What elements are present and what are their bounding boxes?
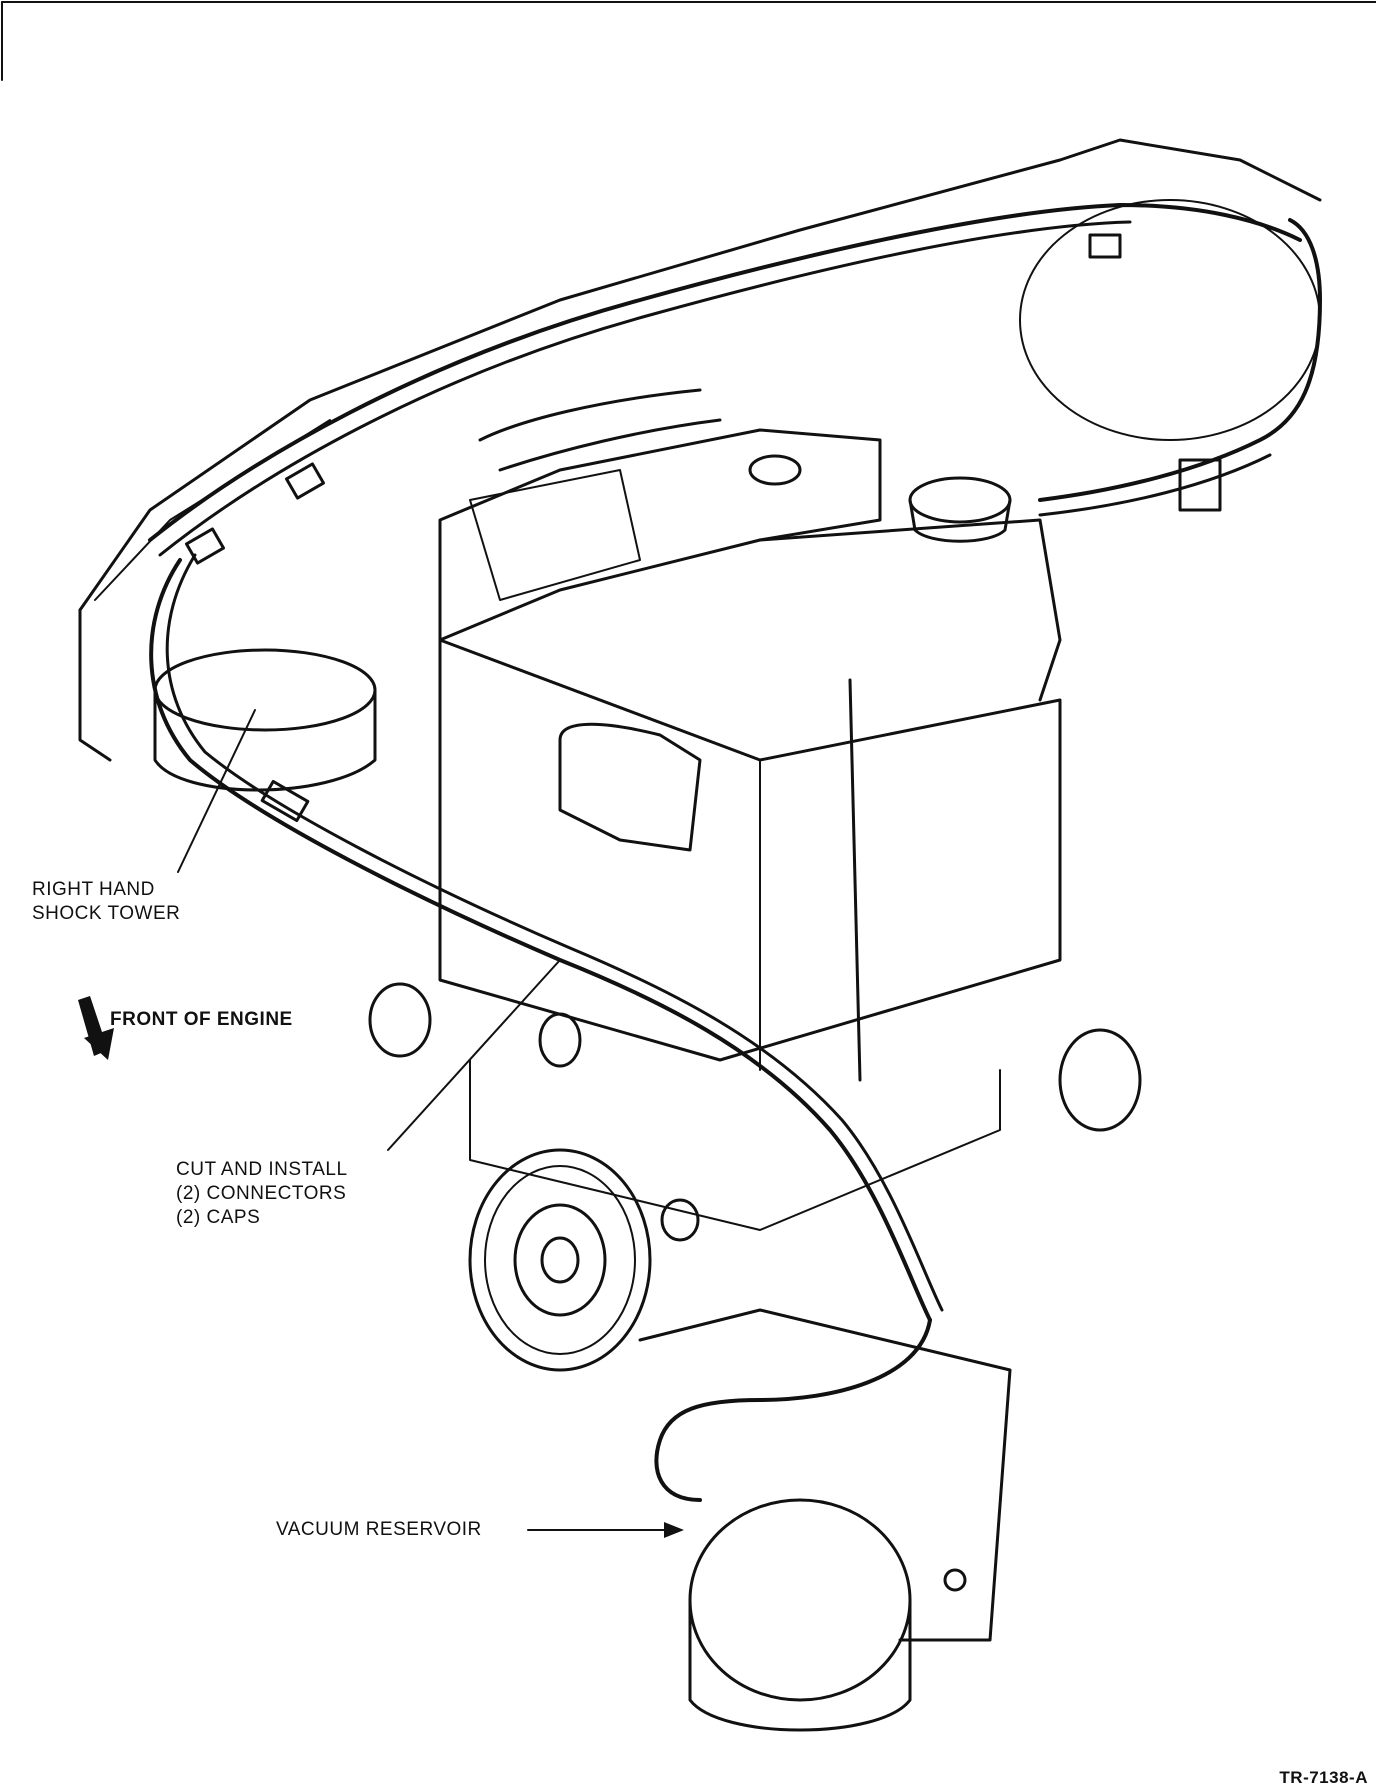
figure-id-label: TR-7138-A [1279, 1768, 1368, 1787]
shock-tower-label-line1: RIGHT HAND [32, 879, 155, 900]
valve-cover [438, 428, 882, 642]
oil-filter [1058, 1028, 1142, 1132]
cut-install-leader [387, 959, 561, 1151]
vacuum-hose-to-reservoir [654, 1318, 932, 1502]
shock-tower-label-line2: SHOCK TOWER [32, 903, 181, 924]
wire-harness-lower [158, 220, 1132, 557]
front-of-engine-arrowhead-icon [84, 1028, 114, 1060]
timing-cover-boss [660, 1198, 700, 1242]
wire-harness-right-lower [1038, 453, 1272, 517]
harness-clip-2 [185, 527, 225, 565]
air-cleaner [1019, 199, 1321, 441]
crankshaft-pulley-groove [484, 1165, 636, 1355]
wire-harness-right [1038, 218, 1322, 502]
fender-edge [78, 608, 112, 762]
fuel-lines [478, 388, 722, 472]
shock-tower-leader [177, 709, 256, 873]
crankshaft-pulley-outer [468, 1148, 652, 1372]
oil-filler-cap [908, 476, 1012, 524]
dipstick-tube [848, 678, 862, 1082]
cut-install-line3: (2) CAPS [176, 1207, 261, 1228]
fender-outline [78, 138, 1322, 612]
idler-pulley [368, 982, 432, 1058]
vacuum-reservoir-label: VACUUM RESERVOIR [276, 1519, 482, 1540]
crankshaft-bolt [540, 1236, 580, 1284]
front-of-engine-label: FRONT OF ENGINE [110, 1009, 293, 1030]
shock-tower-top [153, 648, 377, 732]
fender-inner-line [94, 419, 331, 601]
cut-install-line1: CUT AND INSTALL [176, 1159, 348, 1180]
cut-install-line2: (2) CONNECTORS [176, 1183, 347, 1204]
mount-bracket [638, 1308, 1012, 1642]
engine-block [438, 638, 1062, 1062]
front-boss [538, 1012, 582, 1068]
harness-clip-1 [285, 462, 325, 500]
hose-clip [260, 779, 310, 823]
harness-clip-3 [1088, 233, 1122, 259]
crankshaft-pulley-hub [513, 1203, 607, 1317]
vacuum-reservoir-arrowhead [664, 1522, 684, 1538]
intake-plenum [558, 722, 702, 852]
vacuum-reservoir-side [688, 1598, 912, 1732]
cut-install-label: CUT AND INSTALL (2) CONNECTORS (2) CAPS [176, 1158, 348, 1230]
cylinder-head-side [758, 518, 1062, 702]
breather-cap [748, 454, 802, 486]
reservoir-mount-bolt [943, 1568, 967, 1592]
injection-pump [469, 469, 641, 601]
oil-filler-neck [908, 498, 1012, 543]
wire-harness-upper [148, 203, 1302, 542]
shock-tower-label: RIGHT HAND SHOCK TOWER [32, 878, 180, 926]
vacuum-hose-main [149, 558, 932, 1322]
vacuum-reservoir-body [688, 1498, 912, 1702]
timing-cover [469, 1059, 1001, 1231]
shock-tower-body [153, 688, 377, 792]
harness-connector [1178, 458, 1222, 512]
vacuum-hose-main-edge [165, 553, 944, 1312]
